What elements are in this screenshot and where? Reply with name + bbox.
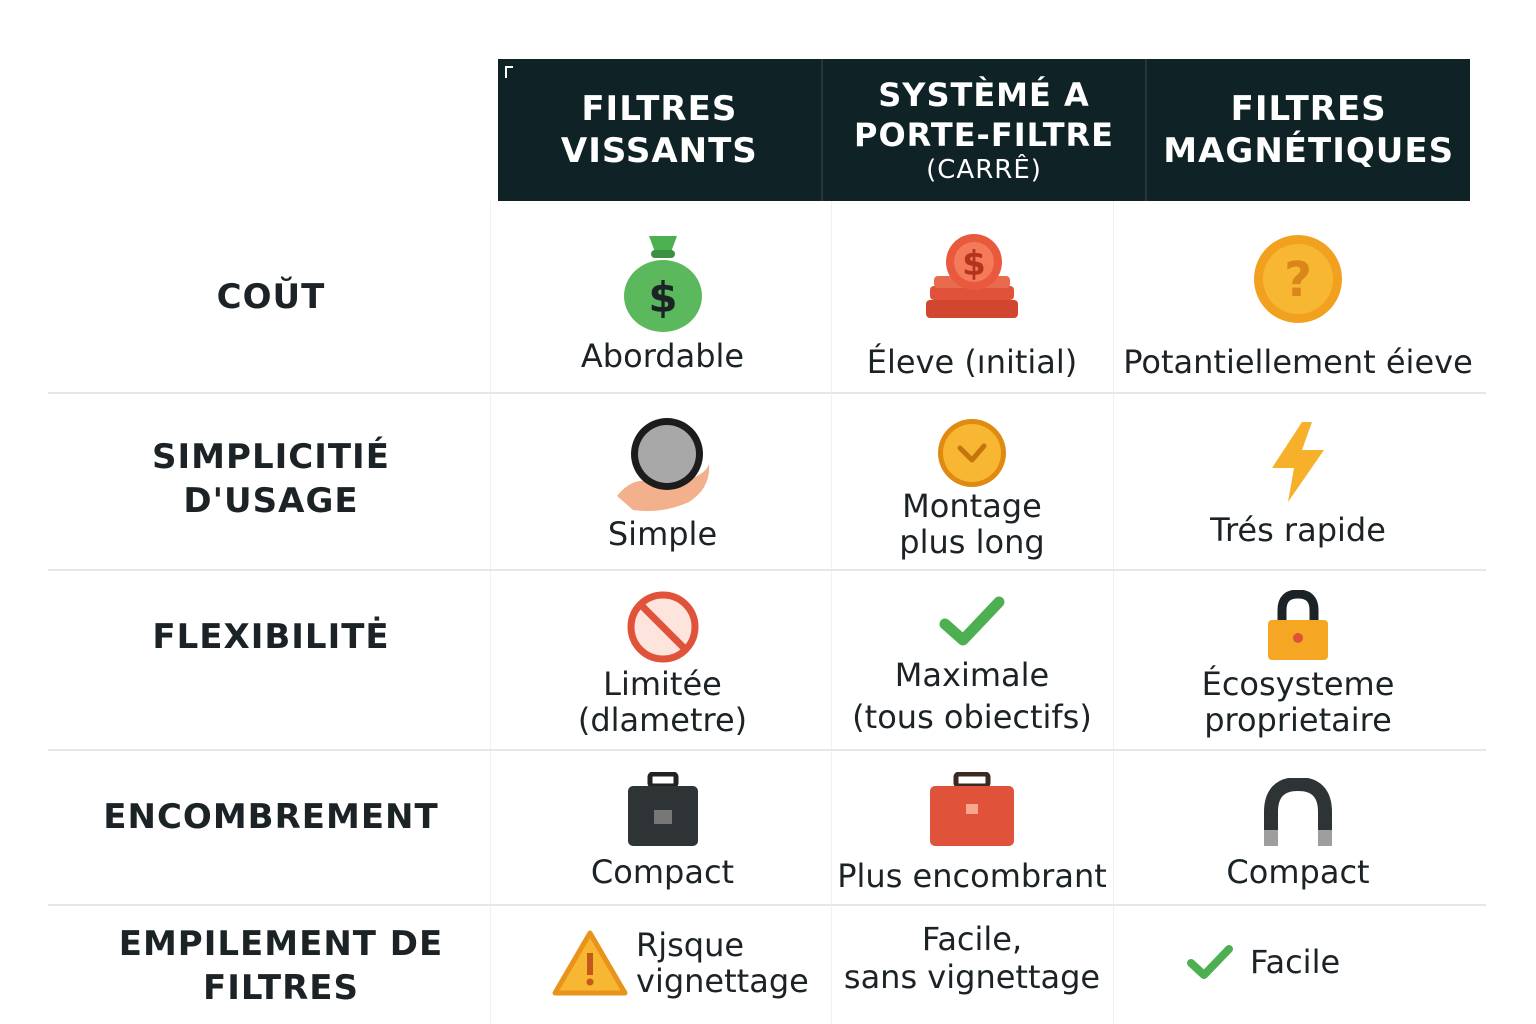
row-divider bbox=[48, 569, 1486, 571]
row-label-cost: COŬT bbox=[48, 201, 494, 392]
cell-stack-holder: Facile, sans vignettage bbox=[831, 920, 1113, 996]
cell-line: Potantiellement éieve bbox=[1123, 343, 1473, 381]
row-label-text: FLEXIBILITĖ bbox=[152, 617, 390, 657]
cell-line: Montage bbox=[902, 487, 1042, 525]
column-header-subline: (CARRÊ) bbox=[926, 155, 1042, 185]
checkmark-icon bbox=[939, 596, 1005, 646]
row-label-ease-of-use: SIMPLICITIÉ D'USAGE bbox=[48, 414, 494, 544]
cell-stack-magnetic: Facile bbox=[1186, 940, 1340, 984]
row-label-text: EMPILEMENT DE bbox=[118, 924, 444, 964]
lightning-icon bbox=[1272, 422, 1324, 502]
cell-flex-screw: Limitée (dlametre) bbox=[494, 590, 831, 738]
column-divider bbox=[1113, 201, 1114, 1024]
money-bag-icon: $ bbox=[623, 236, 702, 332]
row-label-text: D'USAGE bbox=[183, 481, 359, 521]
row-label-flexibility: FLEXIBILITĖ bbox=[48, 592, 494, 682]
cell-line: vignettage bbox=[636, 962, 809, 1000]
cell-cost-screw: $ Abordable bbox=[494, 230, 831, 374]
checkmark-icon bbox=[1187, 945, 1233, 979]
cell-cost-holder: $ Éleve (ınitial) bbox=[831, 232, 1113, 380]
row-label-text: ENCOMBREMENT bbox=[103, 797, 439, 837]
cell-line: Compact bbox=[1226, 853, 1370, 891]
cell-text: Facile bbox=[1250, 944, 1340, 980]
cell-line: Écosysteme bbox=[1201, 665, 1395, 703]
cell-text: Trés rapide bbox=[1210, 512, 1386, 548]
cell-line: Limitée bbox=[603, 665, 722, 703]
row-label-text: SIMPLICITIÉ bbox=[152, 437, 390, 477]
column-divider bbox=[831, 201, 832, 1024]
column-header-line: MAGNÉTIQUES bbox=[1163, 131, 1455, 171]
cell-bulk-screw: Compact bbox=[494, 772, 831, 890]
cell-text: Maximale (tous obiectifs) bbox=[852, 654, 1092, 738]
cell-cost-magnetic: ? Potantiellement éieve bbox=[1113, 234, 1483, 380]
row-divider bbox=[48, 749, 1486, 751]
column-header-magnetic-filters: FILTRES MAGNÉTIQUES bbox=[1147, 59, 1470, 201]
cell-flex-holder: Maximale (tous obiectifs) bbox=[831, 596, 1113, 738]
cell-ease-screw: Simple bbox=[494, 416, 831, 552]
cell-text: Plus encombrant bbox=[837, 858, 1107, 894]
cell-line: proprietaire bbox=[1204, 701, 1392, 739]
cell-text: Éleve (ınitial) bbox=[867, 344, 1078, 380]
cell-text: Montage plus long bbox=[899, 488, 1044, 560]
svg-text:$: $ bbox=[962, 244, 986, 284]
column-header-line: VISSANTS bbox=[560, 131, 758, 171]
cell-line: Trés rapide bbox=[1210, 511, 1386, 549]
prohibited-icon bbox=[627, 591, 698, 663]
table-header-row: FILTRES VISSANTS SYSTÈMÉ A PORTE-FILTRE … bbox=[498, 59, 1470, 201]
corner-mark bbox=[505, 66, 513, 78]
cell-ease-magnetic: Trés rapide bbox=[1113, 420, 1483, 548]
briefcase-red-icon bbox=[930, 772, 1014, 846]
row-divider bbox=[48, 904, 1486, 906]
cell-line: Éleve (ınitial) bbox=[866, 343, 1078, 381]
cell-stack-screw: Rjsque vignettage bbox=[552, 924, 809, 1002]
warning-icon bbox=[552, 930, 628, 996]
column-header-holder-system: SYSTÈMÉ A PORTE-FILTRE (CARRÊ) bbox=[823, 59, 1148, 201]
column-header-line: FILTRES bbox=[581, 89, 738, 129]
clock-icon bbox=[938, 419, 1006, 487]
cell-text: Compact bbox=[1226, 854, 1369, 890]
cell-bulk-holder: Plus encombrant bbox=[831, 772, 1113, 894]
cell-ease-holder: Montage plus long bbox=[831, 418, 1113, 560]
column-divider bbox=[490, 201, 491, 1024]
column-header-line: PORTE-FILTRE bbox=[854, 116, 1115, 154]
cell-flex-magnetic: Écosysteme proprietaire bbox=[1113, 590, 1483, 738]
row-label-stacking: EMPILEMENT DE FILTRES bbox=[58, 920, 504, 1012]
cell-line: plus long bbox=[899, 523, 1045, 561]
cell-line: Compact bbox=[590, 853, 735, 891]
column-header-screw-filters: FILTRES VISSANTS bbox=[498, 59, 823, 201]
row-label-text: FILTRES bbox=[203, 968, 359, 1008]
cell-line: Rjsque bbox=[636, 926, 745, 964]
cell-line: Facile bbox=[1250, 943, 1341, 981]
cell-text: Abordable bbox=[581, 338, 744, 374]
padlock-icon bbox=[1268, 590, 1328, 660]
svg-text:?: ? bbox=[1284, 252, 1312, 308]
hand-filter-icon bbox=[616, 418, 709, 511]
magnet-icon bbox=[1264, 778, 1332, 846]
cell-text: Simple bbox=[608, 516, 717, 552]
cell-text: Potantiellement éieve bbox=[1123, 344, 1473, 380]
cell-line: (tous obiectifs) bbox=[852, 698, 1092, 736]
cell-line: sans vignettage bbox=[843, 958, 1101, 996]
coin-stack-icon: $ bbox=[926, 234, 1018, 318]
column-header-line: SYSTÈMÉ A bbox=[878, 76, 1090, 114]
cell-text: Écosysteme proprietaire bbox=[1202, 666, 1395, 738]
cell-line: Maximale bbox=[894, 656, 1050, 694]
cell-bulk-magnetic: Compact bbox=[1113, 778, 1483, 890]
cell-text: Facile, sans vignettage bbox=[844, 920, 1100, 996]
cell-line: Plus encombrant bbox=[837, 857, 1107, 895]
cell-line: Abordable bbox=[580, 337, 745, 375]
cell-text: Rjsque vignettage bbox=[636, 927, 809, 999]
row-divider bbox=[48, 392, 1486, 394]
question-coin-icon: ? bbox=[1254, 235, 1342, 323]
column-header-line: FILTRES bbox=[1230, 89, 1387, 129]
cell-line: (dlametre) bbox=[577, 701, 748, 739]
row-label-bulk: ENCOMBREMENT bbox=[48, 772, 494, 862]
cell-line: Facile, bbox=[921, 920, 1023, 958]
svg-text:$: $ bbox=[648, 273, 677, 322]
cell-text: Limitée (dlametre) bbox=[578, 666, 747, 738]
cell-text: Compact bbox=[591, 854, 734, 890]
cell-line: Simple bbox=[607, 515, 718, 553]
briefcase-dark-icon bbox=[627, 772, 698, 846]
row-label-text: COŬT bbox=[216, 276, 326, 317]
